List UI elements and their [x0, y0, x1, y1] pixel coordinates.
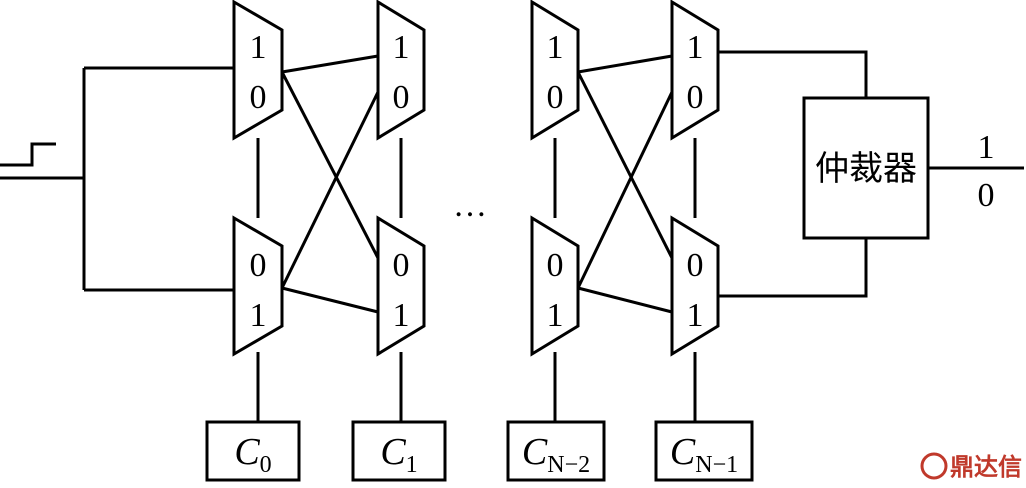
output-label-0: 0	[978, 177, 995, 214]
stage-ellipsis: …	[453, 187, 487, 224]
mux-input-label: 1	[687, 29, 704, 66]
wire-s0-bottom-to-s1-bottom	[281, 286, 379, 314]
output-label-1: 1	[978, 129, 995, 166]
mux-trapezoid-shape	[232, 0, 284, 141]
watermark: 鼎达信	[920, 452, 1022, 481]
wire-s0-bottom-to-s1-top	[280, 91, 380, 289]
wire-sn2-top-to-sn1-top	[577, 54, 673, 74]
control-name: C	[670, 431, 696, 473]
watermark-logo-icon	[920, 452, 948, 480]
mux-trapezoid-shape	[670, 215, 720, 357]
mux-sn2-bottom: 0 1	[530, 215, 580, 357]
control-rect	[205, 420, 301, 482]
mux-input-label: 1	[547, 297, 564, 334]
control-name: C	[234, 431, 260, 473]
watermark-text: 鼎达信	[950, 453, 1022, 481]
mux-input-label: 1	[393, 29, 410, 66]
control-rect	[351, 420, 447, 482]
wire-bottom-to-arbiter	[718, 238, 868, 298]
mux-input-label: 1	[250, 29, 267, 66]
control-label: CN−2	[522, 431, 590, 478]
step-input-symbol	[0, 142, 56, 167]
mux-input-label: 0	[250, 247, 267, 284]
control-name: C	[522, 431, 548, 473]
control-label: C0	[234, 431, 271, 478]
wire-s0-top-to-s1-top	[281, 54, 379, 74]
mux-input-label: 1	[687, 297, 704, 334]
control-rect	[654, 420, 754, 482]
mux-sn1-top: 1 0	[670, 0, 720, 141]
mux-trapezoid-shape	[530, 0, 580, 141]
mux-trapezoid-shape	[530, 215, 580, 357]
control-label: CN−1	[670, 431, 738, 478]
control-subscript: 0	[260, 452, 272, 478]
mux-input-label: 1	[393, 297, 410, 334]
wire-top-to-arbiter	[718, 50, 868, 98]
control-label: C1	[380, 431, 417, 478]
mux-s0-top: 1 0	[232, 0, 284, 141]
mux-s1-top: 1 0	[376, 0, 426, 141]
mux-input-label: 0	[547, 247, 564, 284]
control-box-cn1: CN−1	[654, 420, 754, 482]
mux-sn2-top: 1 0	[530, 0, 580, 141]
control-name: C	[380, 431, 406, 473]
control-subscript: N−1	[695, 452, 738, 478]
mux-input-label: 1	[547, 29, 564, 66]
mux-trapezoid-shape	[376, 0, 426, 141]
control-box-c1: C1	[351, 420, 447, 482]
mux-input-label: 0	[393, 79, 410, 116]
mux-input-label: 0	[393, 247, 410, 284]
mux-trapezoid-shape	[670, 0, 720, 141]
control-subscript: 1	[406, 452, 418, 478]
arbiter-label: 仲裁器	[815, 149, 917, 189]
mux-trapezoid-shape	[376, 215, 426, 357]
mux-sn1-bottom: 0 1	[670, 215, 720, 357]
wire-sn2-bottom-to-sn1-bottom	[577, 286, 673, 314]
control-box-cn2: CN−2	[506, 420, 606, 482]
wire-s0-top-to-s1-bottom	[280, 71, 380, 259]
arbiter-box: 仲裁器	[802, 96, 930, 240]
mux-input-label: 0	[687, 247, 704, 284]
arbiter-rect	[802, 96, 930, 240]
mux-input-label: 0	[250, 79, 267, 116]
mux-trapezoid-shape	[232, 215, 284, 357]
control-rect	[506, 420, 606, 482]
mux-s1-bottom: 0 1	[376, 215, 426, 357]
wire-sn2-bottom-to-sn1-top	[576, 91, 674, 289]
control-subscript: N−2	[547, 452, 590, 478]
wire-sn2-top-to-sn1-bottom	[576, 71, 674, 259]
control-box-c0: C0	[205, 420, 301, 482]
mux-input-label: 1	[250, 297, 267, 334]
mux-input-label: 0	[687, 79, 704, 116]
mux-s0-bottom: 0 1	[232, 215, 284, 357]
mux-input-label: 0	[547, 79, 564, 116]
